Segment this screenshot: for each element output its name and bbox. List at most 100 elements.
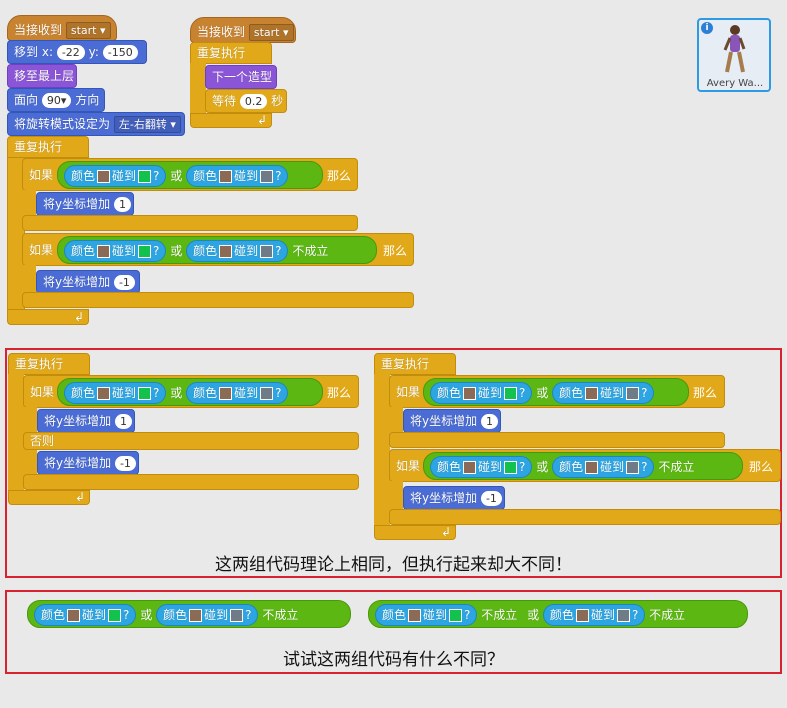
change-y-input[interactable]: -1 xyxy=(114,456,136,471)
color-label: 颜色 xyxy=(549,608,574,622)
when-receive-hat-2[interactable]: 当接收到 start ▾ xyxy=(190,17,296,43)
change-y-input[interactable]: 1 xyxy=(114,414,132,429)
touching-color-sensor[interactable]: 颜色碰到? xyxy=(64,165,167,187)
forever-bottom-1: ↲ xyxy=(7,309,89,325)
touching-color-sensor[interactable]: 颜色碰到? xyxy=(64,240,167,262)
forever-loop-4[interactable]: 重复执行 xyxy=(374,353,456,375)
change-y-label: 将y坐标增加 xyxy=(43,275,111,289)
or-operator-1[interactable]: 颜色碰到? 或 颜色碰到? xyxy=(57,161,323,189)
color-swatch-brown[interactable] xyxy=(585,387,599,400)
touching-color-sensor[interactable]: 颜色碰到? xyxy=(186,240,289,262)
color-swatch-brown[interactable] xyxy=(97,170,111,183)
change-y-block[interactable]: 将y坐标增加 1 xyxy=(37,409,135,433)
color-swatch-brown[interactable] xyxy=(463,387,477,400)
color-swatch-brown[interactable] xyxy=(219,245,233,258)
color-swatch-green[interactable] xyxy=(504,461,518,474)
touching-color-sensor[interactable]: 颜色碰到? xyxy=(34,604,137,626)
color-swatch-gray[interactable] xyxy=(626,461,640,474)
color-swatch-green[interactable] xyxy=(138,387,152,400)
touching-color-sensor[interactable]: 颜色碰到? xyxy=(375,604,478,626)
color-swatch-green[interactable] xyxy=(138,245,152,258)
color-swatch-brown[interactable] xyxy=(219,387,233,400)
next-costume-block[interactable]: 下一个造型 xyxy=(205,65,277,89)
wait-input[interactable]: 0.2 xyxy=(239,94,268,109)
color-swatch-brown[interactable] xyxy=(97,245,111,258)
go-front-block[interactable]: 移至最上层 xyxy=(7,64,77,88)
touching-color-sensor[interactable]: 颜色碰到? xyxy=(430,456,533,478)
not-label: 不成立 xyxy=(262,608,299,622)
color-swatch-gray[interactable] xyxy=(616,609,630,622)
x-value-input[interactable]: -22 xyxy=(56,45,85,60)
if-arm-2 xyxy=(22,265,36,297)
change-y-input[interactable]: 1 xyxy=(480,414,498,429)
change-y-block[interactable]: 将y坐标增加 1 xyxy=(403,409,501,433)
if-bottom-4 xyxy=(389,509,781,525)
or-operator-3[interactable]: 颜色碰到? 或 颜色碰到? xyxy=(423,378,689,406)
change-y-block[interactable]: 将y坐标增加 -1 xyxy=(403,486,505,510)
color-swatch-brown[interactable] xyxy=(463,461,477,474)
color-swatch-gray[interactable] xyxy=(260,245,274,258)
forever-loop-2[interactable]: 重复执行 xyxy=(190,42,272,64)
color-label: 颜色 xyxy=(382,608,407,622)
touching-color-sensor[interactable]: 颜色碰到? xyxy=(430,382,533,404)
color-swatch-green[interactable] xyxy=(138,170,152,183)
when-receive-hat-1[interactable]: 当接收到 start ▾ xyxy=(7,15,117,41)
or-not-operator[interactable]: 颜色碰到? 不成立 或 颜色碰到? 不成立 xyxy=(368,600,748,628)
wait-block[interactable]: 等待 0.2 秒 xyxy=(205,89,287,113)
touching-label: 碰到 xyxy=(590,608,615,622)
message-dropdown[interactable]: start ▾ xyxy=(65,22,111,39)
color-swatch-gray[interactable] xyxy=(260,170,274,183)
color-swatch-gray[interactable] xyxy=(260,387,274,400)
change-y-input[interactable]: 1 xyxy=(113,197,131,212)
question-label: ? xyxy=(275,386,282,400)
touching-color-sensor[interactable]: 颜色碰到? xyxy=(64,382,167,404)
forever-loop-3[interactable]: 重复执行 xyxy=(8,353,90,375)
sprite-thumbnail[interactable]: i Avery Wa... xyxy=(697,18,771,92)
or-operator-2[interactable]: 颜色碰到? 或 颜色碰到? xyxy=(57,378,323,406)
question-label: ? xyxy=(275,169,282,183)
touching-color-sensor[interactable]: 颜色碰到? xyxy=(552,456,655,478)
forever-loop-1[interactable]: 重复执行 xyxy=(7,136,89,158)
move-to-block[interactable]: 移到 x: -22 y: -150 xyxy=(7,40,147,64)
touching-color-sensor[interactable]: 颜色碰到? xyxy=(186,382,289,404)
if-label: 如果 xyxy=(396,385,421,399)
color-swatch-brown[interactable] xyxy=(219,170,233,183)
if-label: 如果 xyxy=(30,385,55,399)
color-swatch-brown[interactable] xyxy=(189,609,203,622)
color-swatch-brown[interactable] xyxy=(67,609,81,622)
y-value-input[interactable]: -150 xyxy=(102,45,138,60)
not-operator-2[interactable]: 颜色碰到? 或 颜色碰到? 不成立 xyxy=(423,452,743,480)
color-swatch-brown[interactable] xyxy=(575,609,589,622)
not-operator-1[interactable]: 颜色碰到? 或 颜色碰到? 不成立 xyxy=(57,236,377,264)
wait-label: 等待 xyxy=(212,94,237,108)
change-y-input[interactable]: -1 xyxy=(480,491,502,506)
color-swatch-green[interactable] xyxy=(449,609,463,622)
question-label: ? xyxy=(631,608,639,622)
info-icon[interactable]: i xyxy=(701,22,713,34)
color-label: 颜色 xyxy=(437,386,462,400)
touching-color-sensor[interactable]: 颜色碰到? xyxy=(552,382,655,404)
touching-color-sensor[interactable]: 颜色碰到? xyxy=(186,165,289,187)
color-swatch-gray[interactable] xyxy=(626,387,640,400)
message-dropdown[interactable]: start ▾ xyxy=(248,24,294,41)
forever-bottom-4: ↲ xyxy=(374,525,456,540)
color-swatch-green[interactable] xyxy=(504,387,518,400)
color-swatch-brown[interactable] xyxy=(585,461,599,474)
touching-label: 碰到 xyxy=(600,386,625,400)
change-y-block[interactable]: 将y坐标增加 -1 xyxy=(36,270,140,294)
rotation-dropdown[interactable]: 左-右翻转 ▾ xyxy=(113,116,181,133)
color-swatch-brown[interactable] xyxy=(408,609,422,622)
touching-color-sensor[interactable]: 颜色碰到? xyxy=(156,604,259,626)
touching-color-sensor[interactable]: 颜色 碰到? xyxy=(542,604,646,626)
not-or-operator[interactable]: 颜色碰到? 或 颜色碰到? 不成立 xyxy=(27,600,351,628)
change-y-block[interactable]: 将y坐标增加 1 xyxy=(36,192,134,216)
point-direction-block[interactable]: 面向 90▾ 方向 xyxy=(7,88,105,112)
direction-input[interactable]: 90▾ xyxy=(41,93,72,108)
change-y-input[interactable]: -1 xyxy=(113,275,135,290)
or-label: 或 xyxy=(170,386,183,400)
color-swatch-brown[interactable] xyxy=(97,387,111,400)
color-swatch-gray[interactable] xyxy=(230,609,244,622)
change-y-block[interactable]: 将y坐标增加 -1 xyxy=(37,451,139,475)
color-swatch-green[interactable] xyxy=(108,609,122,622)
rotation-style-block[interactable]: 将旋转模式设定为 左-右翻转 ▾ xyxy=(7,112,185,136)
